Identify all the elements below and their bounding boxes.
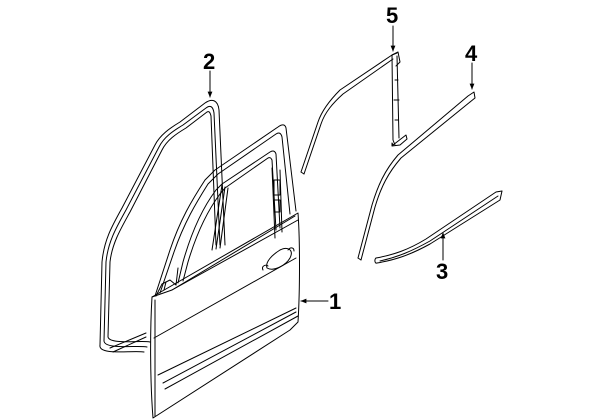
part-2-weatherstrip: [99, 99, 226, 353]
callout-labels: 2 5 4 3 1: [203, 3, 478, 314]
callout-label-1: 1: [329, 289, 341, 314]
part-1-door-shell: [150, 124, 300, 419]
part-4-frame-molding: [357, 91, 476, 261]
callout-leaders: [207, 25, 475, 304]
callout-label-3: 3: [436, 259, 448, 284]
callout-label-5: 5: [386, 3, 398, 28]
part-5-window-channel: [300, 51, 408, 175]
part-3-belt-molding: [374, 190, 503, 264]
callout-label-4: 4: [465, 41, 478, 66]
callout-label-2: 2: [203, 49, 215, 74]
